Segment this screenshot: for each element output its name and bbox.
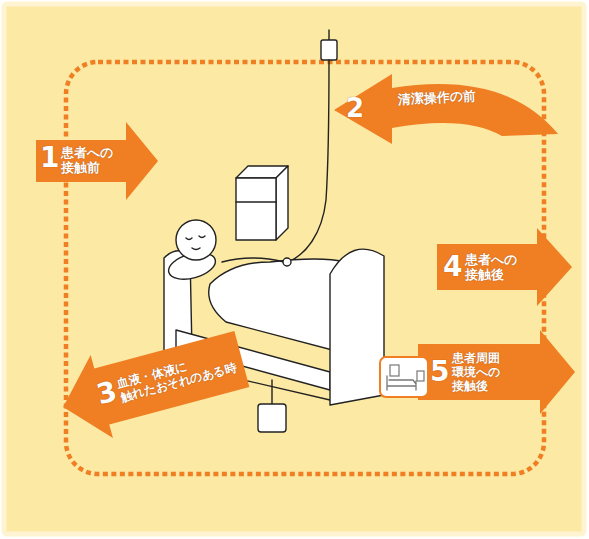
footboard [330, 249, 384, 405]
step-arrow: 4患者への 接触後 [437, 228, 572, 306]
urine-bag [258, 404, 286, 432]
patient-hand [283, 258, 291, 266]
icon-cabinet [390, 365, 399, 376]
arrow-shape [437, 228, 572, 306]
icon-table [417, 371, 424, 381]
icon-frame [380, 357, 428, 397]
patient-arm [222, 258, 284, 262]
step-arrow: 2清潔操作の前 [330, 70, 560, 150]
arrow-shape [52, 318, 253, 449]
step-number: 5 [430, 358, 452, 386]
step-arrow: 3血液・体液に 触れたおそれのある時 [52, 318, 253, 449]
step-arrow: 1患者への 接触前 [36, 122, 158, 200]
step-label: 患者への 接触前 [61, 146, 119, 176]
step-number: 2 [346, 95, 368, 121]
urine-tube [271, 380, 272, 404]
step-arrow: 5患者周囲 環境への 接触後 [378, 330, 575, 414]
arrow-shape [36, 122, 158, 200]
arrow-shape [418, 330, 575, 414]
environment-icon [380, 357, 428, 397]
iv-hook [328, 30, 329, 40]
step-number: 1 [40, 144, 62, 172]
icon-bed [387, 376, 416, 390]
arrow-shape [334, 74, 558, 144]
step-label: 患者周囲 環境への 接触後 [452, 351, 510, 393]
cabinet-front [236, 178, 276, 240]
patient-head [176, 220, 216, 260]
step-label: 患者への 接触後 [465, 253, 523, 283]
patient-face [186, 236, 205, 250]
arrow-outline [330, 70, 560, 150]
step-number: 4 [443, 253, 465, 281]
cabinet-side [276, 166, 288, 240]
iv-line [288, 60, 329, 262]
iv-bag [321, 40, 337, 60]
cabinet-drawer [236, 201, 276, 202]
background-panel [4, 4, 584, 534]
